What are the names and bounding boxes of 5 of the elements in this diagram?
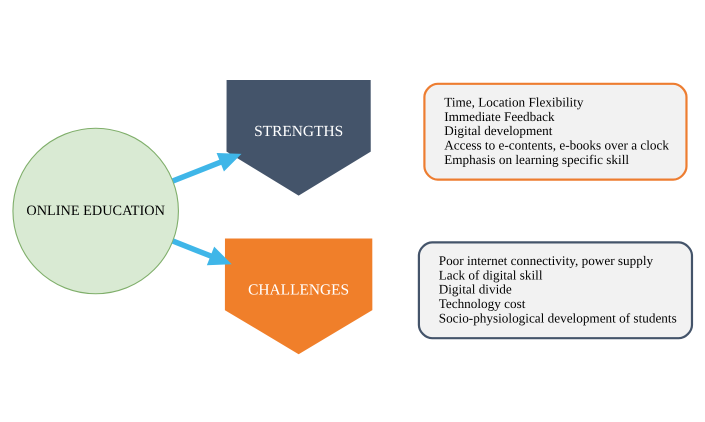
node-box: Time, Location Flexibility Immediate Feedback Digital development Access to e-contents, e-books over a clock Emphasis on learning specific skill bbox=[423, 82, 688, 181]
node-box: Poor internet connectivity, power supply Lack of digital skill Digital divide Technology cost Socio-physiological development of students bbox=[418, 241, 694, 340]
arrow bbox=[172, 152, 242, 184]
node-circle: ONLINE EDUCATION bbox=[12, 128, 179, 294]
arrow bbox=[172, 238, 232, 266]
